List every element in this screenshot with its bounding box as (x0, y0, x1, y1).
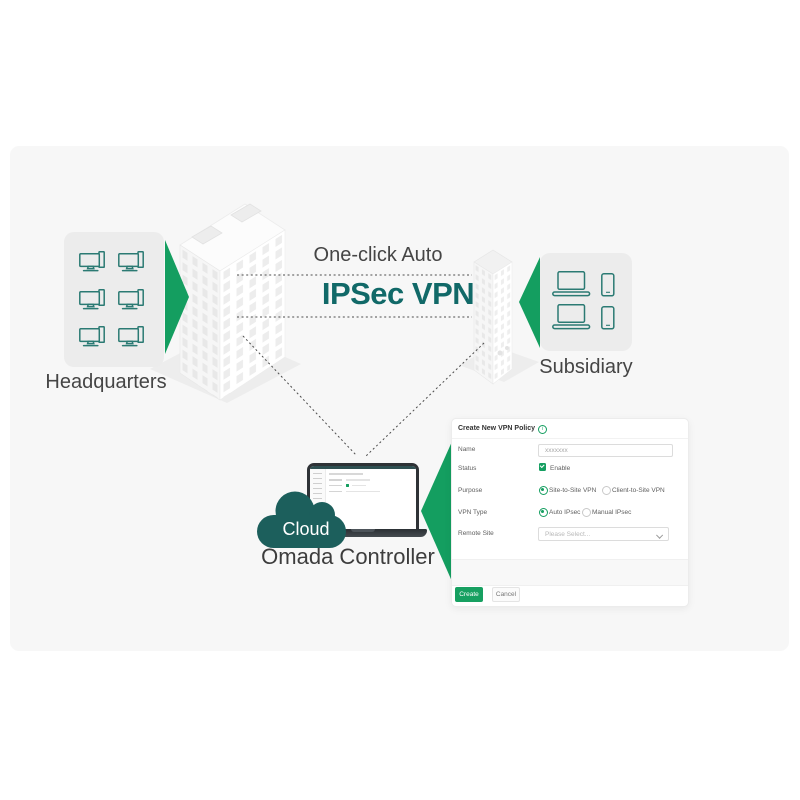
desktop-icon (79, 251, 105, 272)
laptop-icon (552, 271, 591, 297)
cloud-label: Cloud (282, 519, 330, 539)
desktop-icon (79, 289, 105, 310)
client-to-site-radio-label: Client-to-Site VPN (612, 486, 665, 494)
desktop-icon (118, 289, 144, 310)
site-to-site-radio-label: Site-to-Site VPN (549, 486, 597, 494)
one-click-auto-label: One-click Auto (313, 244, 443, 266)
info-icon[interactable]: i (538, 425, 547, 434)
laptop-icon (552, 304, 591, 330)
laptop-notch (351, 529, 375, 532)
phone-icon (601, 306, 615, 330)
desktop-icon (118, 251, 144, 272)
phone-icon (601, 273, 615, 297)
enable-checkbox[interactable] (538, 463, 546, 471)
mini-ui-content (329, 473, 380, 496)
cancel-button[interactable]: Cancel (492, 587, 520, 602)
name-input[interactable] (538, 444, 673, 457)
desktop-icon (118, 326, 144, 347)
ipsec-vpn-title: IPSec VPN (321, 276, 475, 311)
desktop-icon (79, 326, 105, 347)
create-button[interactable]: Create (455, 587, 483, 602)
laptop-base (299, 529, 427, 537)
auto-ipsec-radio[interactable] (538, 507, 548, 517)
manual-ipsec-radio-label: Manual IPsec (592, 508, 632, 516)
remote-site-placeholder: Please Select... (545, 531, 591, 538)
vpn-type-label: VPN Type (458, 508, 488, 516)
dialog-footer-divider (452, 559, 688, 586)
headquarters-label: Headquarters (45, 371, 167, 393)
manual-ipsec-radio[interactable] (582, 507, 591, 517)
dialog-title: Create New VPN Policy (458, 425, 536, 432)
dialog-header: Create New VPN Policy i (452, 419, 688, 439)
remote-site-select[interactable]: Please Select... (538, 527, 669, 541)
cloud-icon (257, 491, 346, 548)
subsidiary-devices-box (540, 253, 632, 351)
name-label: Name (458, 446, 476, 453)
auto-ipsec-radio-label: Auto IPsec (549, 508, 581, 516)
subsidiary-label: Subsidiary (539, 356, 633, 378)
status-label: Status (458, 464, 477, 472)
chevron-down-icon (656, 531, 663, 539)
hq-devices-box (64, 232, 164, 367)
site-to-site-radio[interactable] (538, 485, 548, 495)
client-to-site-radio[interactable] (602, 485, 611, 495)
purpose-label: Purpose (458, 486, 483, 494)
omada-controller-label: Omada Controller (261, 544, 435, 569)
controller-laptop (299, 463, 427, 542)
enable-checkbox-label: Enable (550, 464, 571, 472)
mini-ui-topbar (310, 466, 416, 469)
create-vpn-policy-dialog: Create New VPN Policy i Name Status Enab… (451, 418, 689, 607)
remote-site-label: Remote Site (458, 530, 494, 537)
